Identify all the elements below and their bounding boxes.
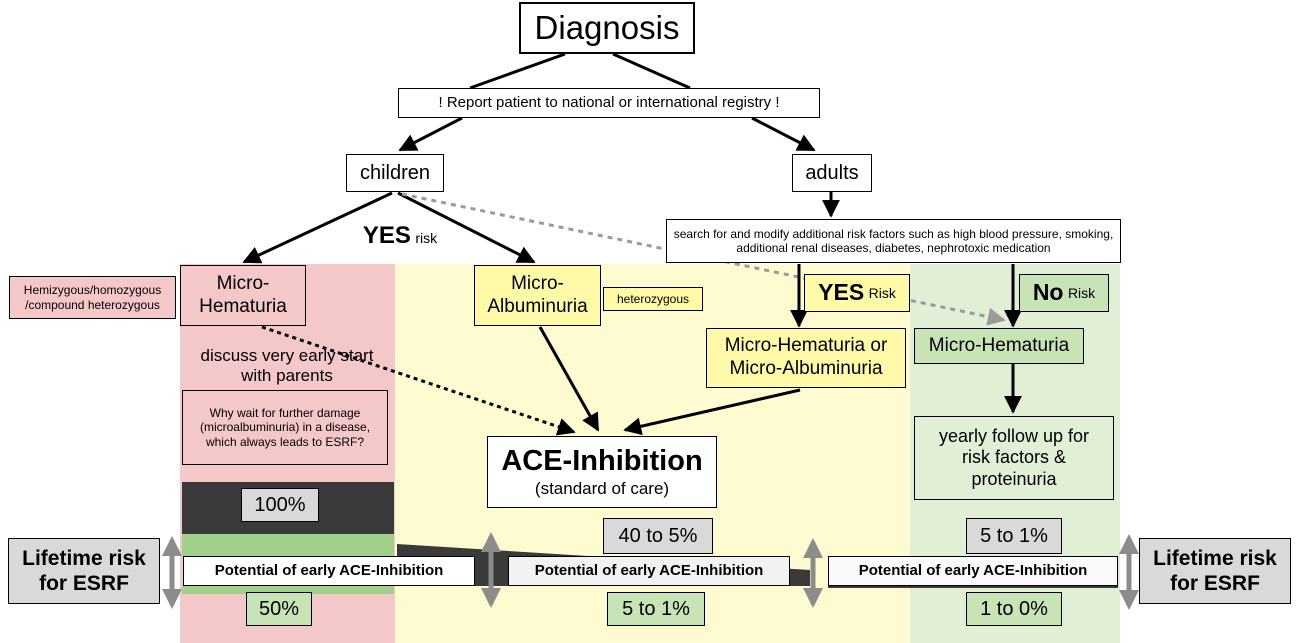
- risk-label: risk: [415, 230, 438, 246]
- risk-value-pink-bottom: 50%: [246, 592, 312, 626]
- micro-hematuria-children-box: Micro-Hematuria: [180, 265, 306, 326]
- risk-value-pink-top: 100%: [241, 488, 319, 522]
- ace-title: ACE-Inhibition: [501, 445, 703, 478]
- yes-risk-adults-box: YES Risk: [804, 274, 910, 312]
- potential-label-pink: Potential of early ACE-Inhibition: [183, 556, 475, 586]
- arrow-registry-children: [398, 116, 463, 152]
- yes-risk-children-label: YES risk: [350, 222, 450, 251]
- potential-label-yellow: Potential of early ACE-Inhibition: [508, 556, 790, 586]
- arrow-adult-micro-ace: [623, 388, 801, 436]
- arrow-children-albuminuria: [397, 191, 536, 264]
- ace-subtitle: (standard of care): [534, 479, 670, 499]
- risk-value-yellow-top: 40 to 5%: [603, 518, 713, 554]
- risk-label-adults: Risk: [868, 284, 896, 301]
- yearly-follow-up-box: yearly follow up for risk factors & prot…: [914, 416, 1114, 500]
- green-risk-band-lower: [182, 586, 394, 594]
- discuss-text: discuss very early start with parents: [200, 346, 374, 386]
- diagnosis-line-left: [469, 52, 566, 90]
- yes-label: YES: [362, 222, 411, 249]
- children-box: children: [346, 154, 444, 192]
- no-label: No: [1032, 279, 1064, 306]
- lifetime-risk-left: Lifetime risk for ESRF: [8, 538, 160, 604]
- risk-value-green-bottom: 1 to 0%: [966, 592, 1062, 626]
- no-risk-label: Risk: [1067, 284, 1096, 301]
- risk-factors-box: search for and modify additional risk fa…: [666, 219, 1121, 263]
- no-risk-box: No Risk: [1019, 274, 1109, 312]
- diagnosis-box: Diagnosis: [519, 2, 695, 54]
- ace-inhibition-box: ACE-Inhibition (standard of care): [487, 436, 717, 508]
- arrow-albuminuria-ace: [538, 326, 600, 432]
- micro-hem-or-alb-box: Micro-Hematuria or Micro-Albuminuria: [706, 328, 906, 388]
- green-risk-band: [182, 534, 394, 556]
- micro-hematuria-adults-box: Micro-Hematuria: [914, 328, 1084, 364]
- micro-albuminuria-children-box: Micro-Albuminuria: [474, 265, 601, 326]
- risk-value-green-top: 5 to 1%: [966, 518, 1062, 554]
- arrow-children-hematuria: [242, 191, 393, 264]
- registry-box: ! Report patient to national or internat…: [398, 88, 820, 118]
- arrow-registry-adults: [751, 116, 816, 152]
- potential-label-green: Potential of early ACE-Inhibition: [828, 556, 1118, 586]
- genotype-hemizygous-box: Hemizygous/homozygous /compound heterozy…: [9, 276, 176, 319]
- risk-value-yellow-bottom: 5 to 1%: [607, 592, 705, 626]
- dotted-arrow-hematuria-ace: [261, 325, 576, 436]
- yes-label-adults: YES: [818, 279, 865, 306]
- lifetime-risk-right: Lifetime risk for ESRF: [1139, 538, 1291, 604]
- genotype-heterozygous-box: heterozygous: [603, 287, 703, 311]
- diagnosis-line-right: [612, 52, 691, 90]
- why-wait-box: Why wait for further damage (microalbumi…: [182, 390, 388, 465]
- adults-box: adults: [792, 154, 872, 192]
